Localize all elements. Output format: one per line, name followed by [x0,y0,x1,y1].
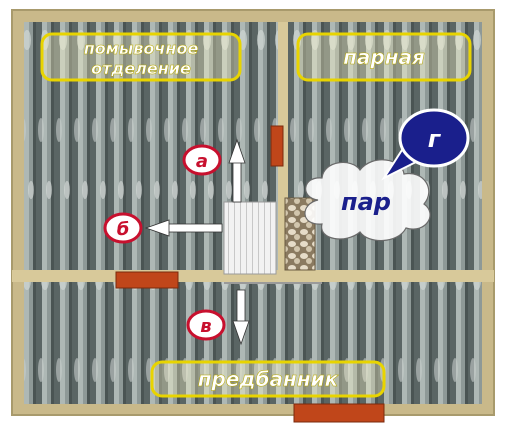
svg-text:в: в [200,316,211,337]
washing-room-door[interactable] [115,271,179,289]
arrow-up [228,138,246,203]
arrow-left [144,219,223,237]
svg-text:пар: пар [341,188,391,216]
dressing-room-label: предбанник [150,360,386,398]
svg-text:помывочное: помывочное [84,39,199,58]
steam-room-label: парная [296,32,472,82]
svg-text:г: г [428,125,442,153]
marker-b: б [103,212,143,244]
steam-cloud: пар [304,159,431,242]
marker-a: а [182,144,222,176]
svg-text:парная: парная [343,45,425,69]
speech-bubble-g: г [381,108,470,181]
svg-text:отделение: отделение [91,59,191,78]
marker-v: в [186,309,226,341]
entrance-door[interactable] [293,403,385,423]
svg-text:предбанник: предбанник [198,367,339,391]
stove-heater [223,201,277,275]
dressing-room-area [24,282,482,404]
svg-text:б: б [117,219,130,240]
svg-text:а: а [196,151,208,172]
arrow-down [232,289,250,346]
washing-room-label: помывочное отделение [40,32,242,82]
steam-room-door[interactable] [270,125,284,167]
